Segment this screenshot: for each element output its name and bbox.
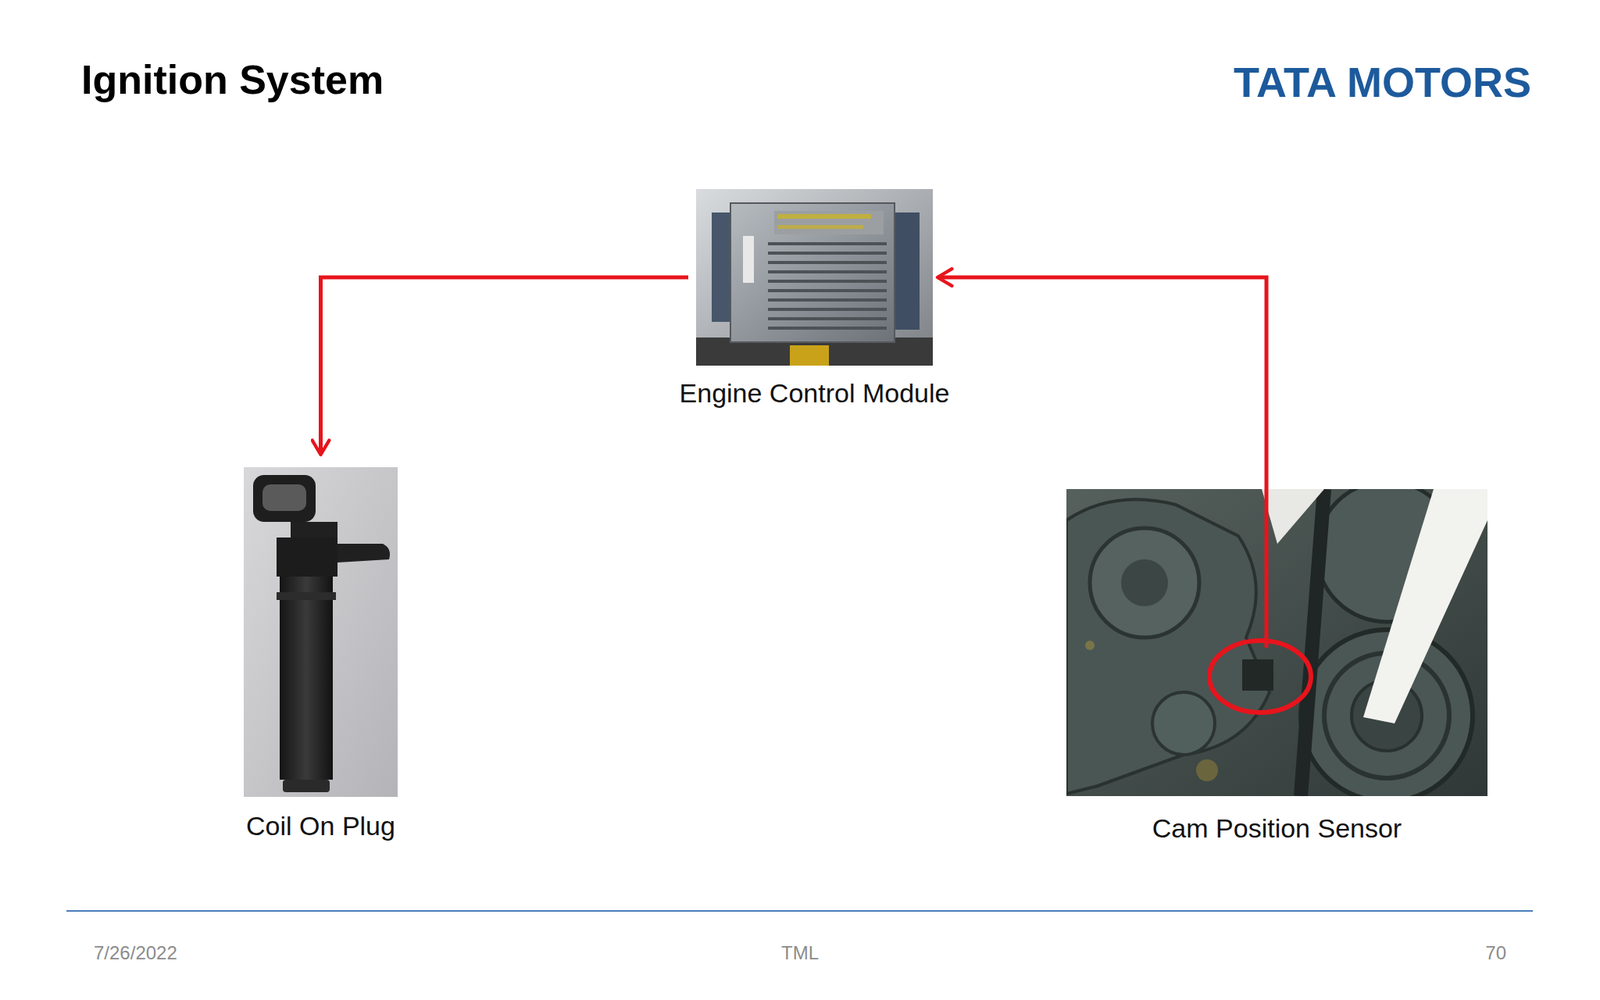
slide-title: Ignition System (81, 57, 384, 103)
component-box: Coil On Plug (243, 467, 398, 797)
cam-sensor-photo (1066, 489, 1488, 797)
part-label: Coil On Plug (246, 810, 396, 842)
signal-arrow (937, 277, 1267, 490)
signal-arrow (321, 277, 690, 455)
brand-logo: TATA MOTORS (1233, 59, 1532, 106)
footer-text: TML (781, 942, 819, 964)
part-label: Cam Position Sensor (1152, 813, 1402, 844)
part-label: Engine Control Module (679, 378, 950, 409)
module-box: Engine Control Module (696, 189, 933, 366)
footer-date: 7/26/2022 (93, 942, 178, 964)
ecm-photo (696, 189, 933, 366)
page-number: 70 (1485, 942, 1507, 964)
sensor-box: Cam Position Sensor (1066, 489, 1488, 797)
sensor-leader (1264, 489, 1269, 648)
coil-photo (243, 467, 398, 797)
sensor-highlight (1209, 640, 1311, 713)
